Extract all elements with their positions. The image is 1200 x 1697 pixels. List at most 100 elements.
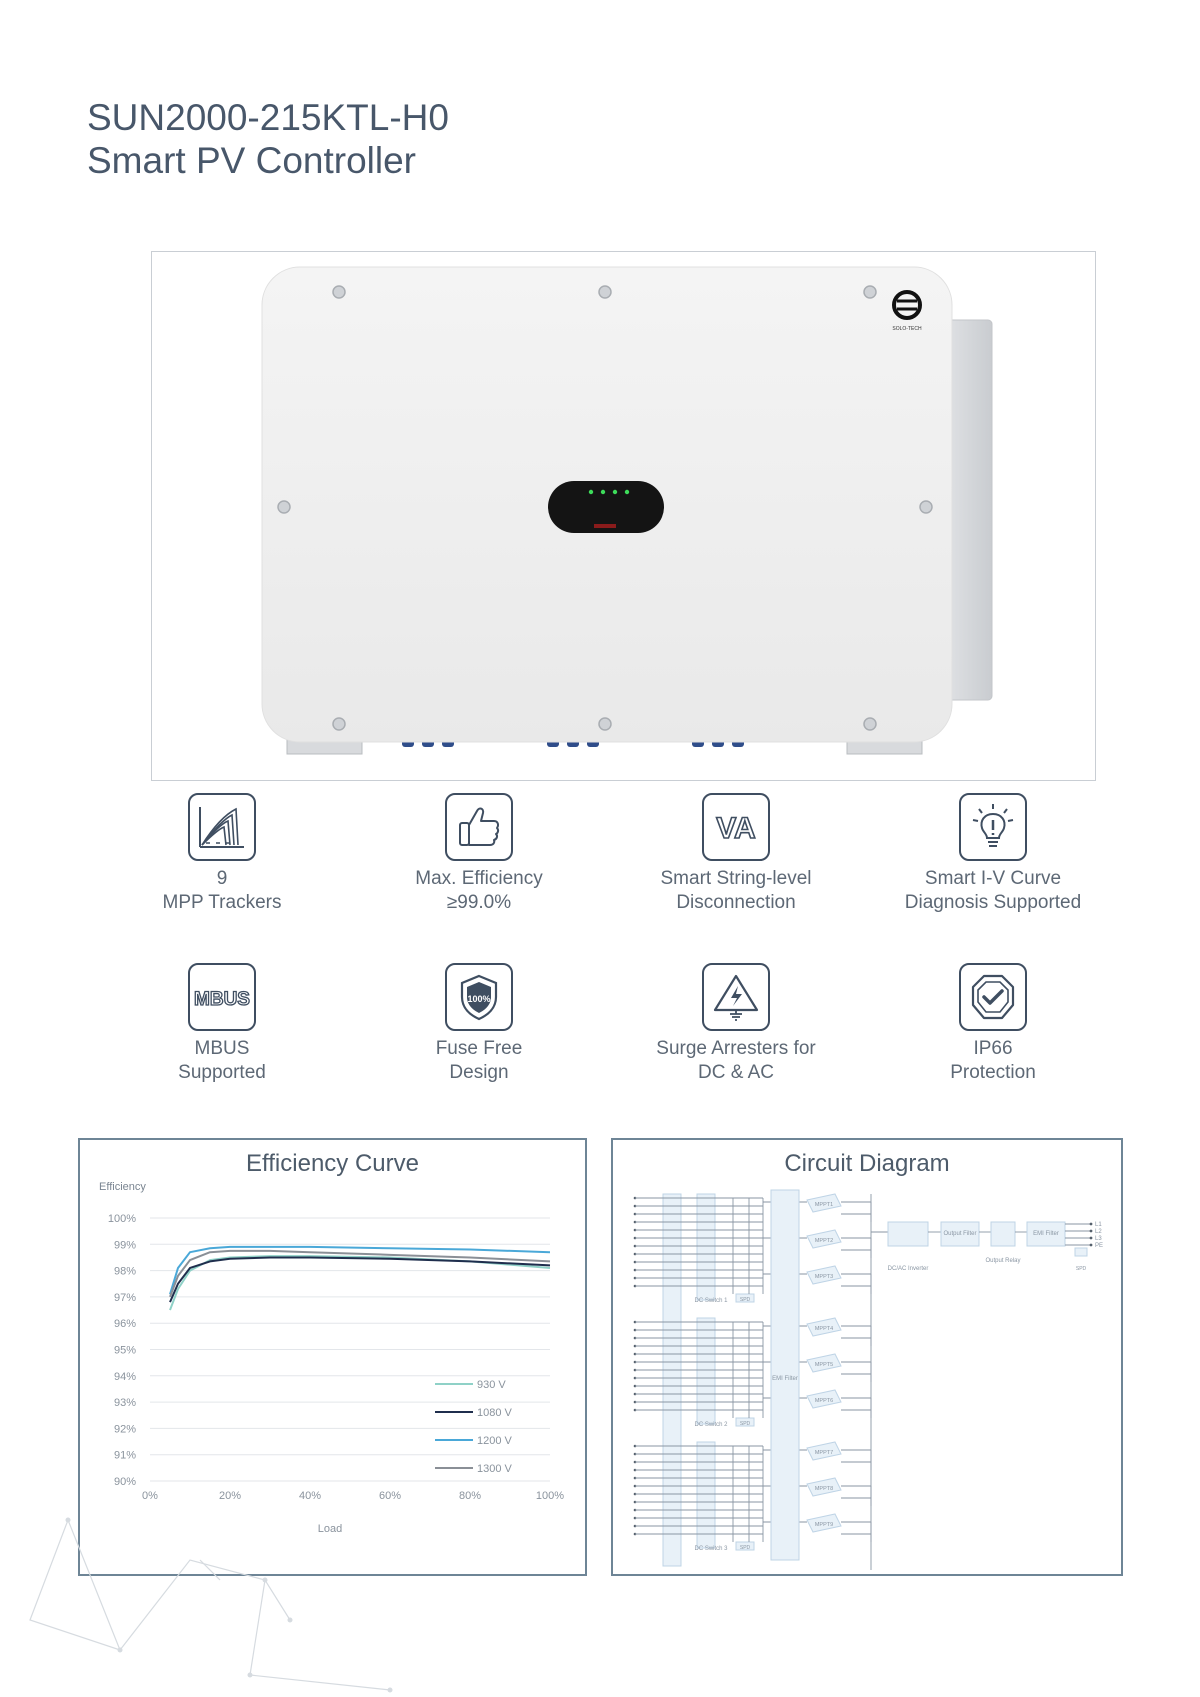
ac-emi-filter-label: EMI Filter [1033,1231,1059,1237]
ac-emi-filter-block [1026,1221,1066,1247]
mppt-block [806,1317,842,1337]
series-line [169,1245,551,1295]
current-sensor-block [662,1193,682,1567]
feature-mbus: MBUS MBUS Supported [102,963,342,1085]
feature-line-1: 9 [216,868,228,889]
mppt-block [806,1353,842,1373]
feature-line-1: Smart String-level [660,868,812,889]
spd-block [735,1541,755,1551]
inverter-illustration: SOLO-TECH [261,266,993,755]
feature-line-1: IP66 [973,1038,1013,1059]
mppt-block [806,1193,842,1213]
series-line [169,1256,551,1303]
dc-switch-label: DC Switch 3 [694,1546,728,1552]
svg-text:VA: VA [716,812,755,845]
feature-line-1: Smart I-V Curve [924,868,1062,889]
thumbs-up-icon [445,793,513,861]
y-tick-label: 93% [114,1397,136,1409]
lightbulb-icon [959,793,1027,861]
y-tick-label: 90% [114,1476,136,1488]
mpp-trackers-icon [188,793,256,861]
dc-emi-filter-label: EMI Filter [772,1376,798,1382]
surge-arrester-icon [702,963,770,1031]
output-terminal [1089,1243,1093,1247]
feature-line-2: Supported [178,1062,266,1083]
y-tick-label: 98% [114,1266,136,1278]
spd-block [735,1417,755,1427]
feature-line-2: Disconnection [676,892,796,913]
feature-line-2: Design [449,1062,509,1083]
feature-ip66: IP66 Protection [873,963,1113,1085]
mppt-label: MPPT4 [815,1326,833,1332]
page-title: SUN2000-215KTL-H0 Smart PV Controller [87,96,449,182]
mppt-block [806,1389,842,1409]
product-image-frame: SOLO-TECH [151,251,1096,781]
series-line [169,1255,551,1311]
y-tick-label: 100% [108,1213,136,1225]
output-relay-block [990,1221,1016,1247]
output-filter-block [940,1221,980,1247]
y-tick-label: 96% [114,1318,136,1330]
y-axis-label: Efficiency [99,1181,146,1193]
feature-line-1: Fuse Free [435,1038,523,1059]
feature-max-efficiency: Max. Efficiency ≥99.0% [359,793,599,915]
mppt-block [806,1229,842,1249]
mppt-label: MPPT8 [815,1486,833,1492]
spd-block [735,1293,755,1303]
y-tick-label: 99% [114,1239,136,1251]
mppt-label: MPPT1 [815,1202,833,1208]
mppt-block [806,1513,842,1533]
mppt-label: MPPT3 [815,1274,833,1280]
fuse-free-shield-icon: 100% [445,963,513,1031]
dc-switch-label: DC Switch 2 [694,1422,728,1428]
output-line-label: PE [1095,1243,1103,1249]
feature-line-2: Diagnosis Supported [904,892,1082,913]
feature-line-2: MPP Trackers [162,892,282,913]
mbus-icon: MBUS [188,963,256,1031]
mppt-label: MPPT9 [815,1522,833,1528]
svg-text:MBUS: MBUS [194,989,250,1010]
efficiency-panel-title: Efficiency Curve [246,1150,419,1177]
output-terminal [1089,1229,1093,1233]
ip66-shield-icon [959,963,1027,1031]
svg-text:SOLO-TECH: SOLO-TECH [892,326,922,332]
decorative-network-lines [29,1517,393,1693]
output-line-label: L1 [1095,1222,1102,1228]
x-tick-label: 20% [219,1490,241,1502]
mppt-label: MPPT2 [815,1238,833,1244]
x-tick-label: 0% [142,1490,158,1502]
y-tick-label: 94% [114,1371,136,1383]
x-tick-label: 100% [536,1490,564,1502]
legend-label: 1300 V [477,1463,513,1475]
spd-label: SPD [740,1421,751,1427]
mppt-label: MPPT5 [815,1362,833,1368]
dc-switch-block [696,1193,716,1301]
feature-string-disconnection: VA Smart String-level Disconnection [616,793,856,915]
series-line [169,1249,551,1298]
output-line-label: L2 [1095,1229,1102,1235]
spd-label: SPD [740,1545,751,1551]
output-filter-label: Output Filter [943,1231,976,1237]
inverter-label: DC/AC Inverter [888,1266,929,1272]
x-tick-label: 80% [459,1490,481,1502]
feature-line-2: DC & AC [697,1062,775,1083]
legend-label: 1200 V [477,1435,513,1447]
feature-mpp-trackers: 9 MPP Trackers [102,793,342,915]
output-terminal [1089,1236,1093,1240]
mppt-block [806,1265,842,1285]
legend-label: 1080 V [477,1407,513,1419]
y-tick-label: 95% [114,1345,136,1357]
y-tick-label: 92% [114,1423,136,1435]
output-relay-label: Output Relay [985,1258,1020,1264]
model-name: SUN2000-215KTL-H0 [87,97,449,138]
inverter-block [887,1221,929,1247]
dc-switch-block [696,1317,716,1425]
circuit-panel-title: Circuit Diagram [784,1150,950,1177]
mppt-block [806,1477,842,1497]
legend-label: 930 V [477,1379,506,1391]
feature-line-2: ≥99.0% [446,892,512,913]
dc-switch-label: DC Switch 1 [694,1298,728,1304]
